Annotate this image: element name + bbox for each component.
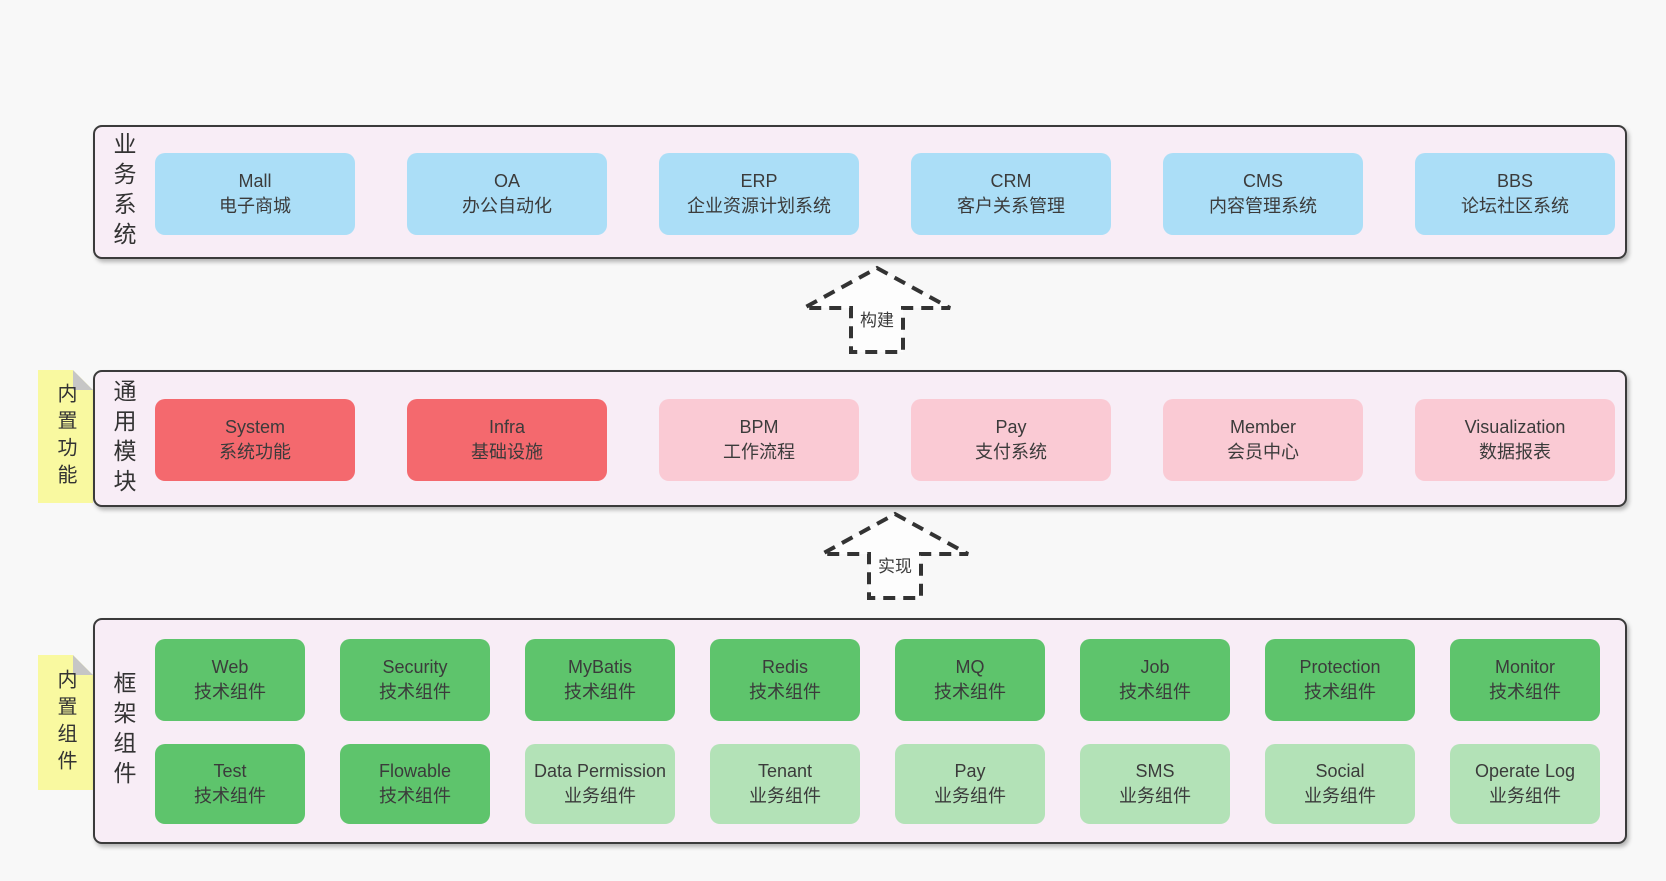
box-subtitle: 技术组件 <box>379 682 451 702</box>
box-title: Flowable <box>378 761 452 781</box>
box-erp: ERP 企业资源计划系统 <box>659 153 859 235</box>
box-title: Member <box>1229 417 1296 437</box>
box-subtitle: 系统功能 <box>219 442 291 462</box>
box-subtitle: 技术组件 <box>1304 682 1376 702</box>
box-visualization: Visualization 数据报表 <box>1415 399 1615 481</box>
box-subtitle: 业务组件 <box>564 786 636 806</box>
box-title: CMS <box>1243 171 1283 191</box>
box-social: Social 业务组件 <box>1265 744 1415 824</box>
box-bbs: BBS 论坛社区系统 <box>1415 153 1615 235</box>
box-subtitle: 数据报表 <box>1479 442 1551 462</box>
box-protection: Protection 技术组件 <box>1265 639 1415 721</box>
box-subtitle: 客户关系管理 <box>957 196 1065 216</box>
box-title: SMS <box>1135 761 1175 781</box>
box-subtitle: 业务组件 <box>1489 786 1561 806</box>
box-title: CRM <box>990 171 1032 191</box>
box-flowable: Flowable 技术组件 <box>340 744 490 824</box>
layer-framework-components: 框架组件 Web 技术组件 Security 技术组件 MyBatis 技术组件… <box>93 618 1627 844</box>
sticky-note-built-in-features: 内置功能 <box>38 370 93 503</box>
box-title: Protection <box>1299 657 1381 677</box>
box-monitor: Monitor 技术组件 <box>1450 639 1600 721</box>
box-title: Social <box>1315 761 1365 781</box>
box-title: BBS <box>1496 171 1534 191</box>
box-title: System <box>224 417 285 437</box>
sticky-note-label: 内置组件 <box>54 668 76 777</box>
box-crm: CRM 客户关系管理 <box>911 153 1111 235</box>
box-subtitle: 业务组件 <box>1304 786 1376 806</box>
box-title: Pay <box>995 417 1027 437</box>
layer-common-modules: 通用模块 System 系统功能 Infra 基础设施 BPM 工作流程 Pay… <box>93 370 1627 507</box>
box-title: Data Permission <box>533 761 667 781</box>
box-security: Security 技术组件 <box>340 639 490 721</box>
box-title: Security <box>382 657 448 677</box>
box-job: Job 技术组件 <box>1080 639 1230 721</box>
box-subtitle: 技术组件 <box>564 682 636 702</box>
box-oa: OA 办公自动化 <box>407 153 607 235</box>
box-subtitle: 技术组件 <box>379 786 451 806</box>
box-subtitle: 业务组件 <box>749 786 821 806</box>
box-operate-log: Operate Log 业务组件 <box>1450 744 1600 824</box>
box-subtitle: 支付系统 <box>975 442 1047 462</box>
box-title: MQ <box>955 657 985 677</box>
box-subtitle: 基础设施 <box>471 442 543 462</box>
box-system: System 系统功能 <box>155 399 355 481</box>
box-tenant: Tenant 业务组件 <box>710 744 860 824</box>
box-title: OA <box>493 171 520 191</box>
layer-label-framework-components: 框架组件 <box>110 671 136 791</box>
box-subtitle: 业务组件 <box>1119 786 1191 806</box>
box-title: Monitor <box>1494 657 1556 677</box>
box-infra: Infra 基础设施 <box>407 399 607 481</box>
sticky-note-label: 内置功能 <box>54 382 76 491</box>
box-subtitle: 技术组件 <box>1489 682 1561 702</box>
box-title: MyBatis <box>567 657 632 677</box>
box-title: ERP <box>740 171 778 191</box>
arrow-build-label: 构建 <box>857 306 897 331</box>
box-subtitle: 技术组件 <box>1119 682 1191 702</box>
box-title: Operate Log <box>1474 761 1576 781</box>
box-subtitle: 内容管理系统 <box>1209 196 1317 216</box>
box-subtitle: 技术组件 <box>934 682 1006 702</box>
box-web: Web 技术组件 <box>155 639 305 721</box>
box-member: Member 会员中心 <box>1163 399 1363 481</box>
box-subtitle: 技术组件 <box>194 786 266 806</box>
box-mybatis: MyBatis 技术组件 <box>525 639 675 721</box>
sticky-note-built-in-components: 内置组件 <box>38 655 93 790</box>
box-mq: MQ 技术组件 <box>895 639 1045 721</box>
box-pay: Pay 支付系统 <box>911 399 1111 481</box>
box-subtitle: 业务组件 <box>934 786 1006 806</box>
arrow-build: 构建 <box>800 264 954 356</box>
box-title: Job <box>1140 657 1170 677</box>
box-title: Pay <box>954 761 986 781</box>
layer-label-business-systems: 业务系统 <box>110 132 136 252</box>
box-subtitle: 办公自动化 <box>462 196 552 216</box>
box-bpm: BPM 工作流程 <box>659 399 859 481</box>
box-sms: SMS 业务组件 <box>1080 744 1230 824</box>
box-title: Infra <box>488 417 526 437</box>
box-subtitle: 会员中心 <box>1227 442 1299 462</box>
box-title: BPM <box>739 417 779 437</box>
box-data-permission: Data Permission 业务组件 <box>525 744 675 824</box>
box-title: Tenant <box>757 761 813 781</box>
box-test: Test 技术组件 <box>155 744 305 824</box>
layer-label-common-modules: 通用模块 <box>110 378 136 499</box>
box-subtitle: 企业资源计划系统 <box>687 196 831 216</box>
box-cms: CMS 内容管理系统 <box>1163 153 1363 235</box>
arrow-implement-label: 实现 <box>875 552 915 577</box>
box-subtitle: 论坛社区系统 <box>1461 196 1569 216</box>
box-title: Redis <box>761 657 809 677</box>
box-redis: Redis 技术组件 <box>710 639 860 721</box>
box-title: Mall <box>238 171 272 191</box>
layer-business-systems: 业务系统 Mall 电子商城 OA 办公自动化 ERP 企业资源计划系统 CRM… <box>93 125 1627 259</box>
box-mall: Mall 电子商城 <box>155 153 355 235</box>
box-subtitle: 电子商城 <box>219 196 291 216</box>
box-title: Web <box>211 657 249 677</box>
box-subtitle: 技术组件 <box>749 682 821 702</box>
box-title: Test <box>213 761 247 781</box>
box-pay-business: Pay 业务组件 <box>895 744 1045 824</box>
box-subtitle: 工作流程 <box>723 442 795 462</box>
box-title: Visualization <box>1464 417 1566 437</box>
box-subtitle: 技术组件 <box>194 682 266 702</box>
arrow-implement: 实现 <box>818 510 972 602</box>
